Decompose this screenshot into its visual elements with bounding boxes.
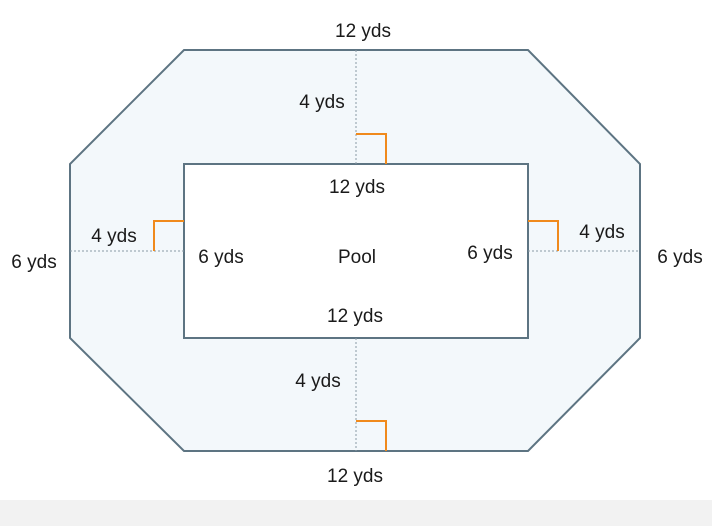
outer-bottom-label: 12 yds [327,466,383,487]
bottom-gray-strip [0,500,712,526]
outer-left-label: 6 yds [11,252,56,273]
pool-rectangle [183,163,529,339]
right-angle-marker-left [153,220,184,251]
inner-bottom-label: 12 yds [327,306,383,327]
gap-left-label: 4 yds [91,226,136,247]
outer-right-label: 6 yds [657,247,702,268]
inner-right-label: 6 yds [467,243,512,264]
gap-bottom-label: 4 yds [295,371,340,392]
gap-right-label: 4 yds [579,222,624,243]
right-angle-marker-bottom [356,420,387,451]
gap-top-label: 4 yds [299,92,344,113]
inner-left-label: 6 yds [198,247,243,268]
inner-top-label: 12 yds [329,177,385,198]
outer-top-label: 12 yds [335,21,391,42]
pool-label: Pool [338,247,376,268]
right-angle-marker-right [528,220,559,251]
right-angle-marker-top [356,133,387,164]
